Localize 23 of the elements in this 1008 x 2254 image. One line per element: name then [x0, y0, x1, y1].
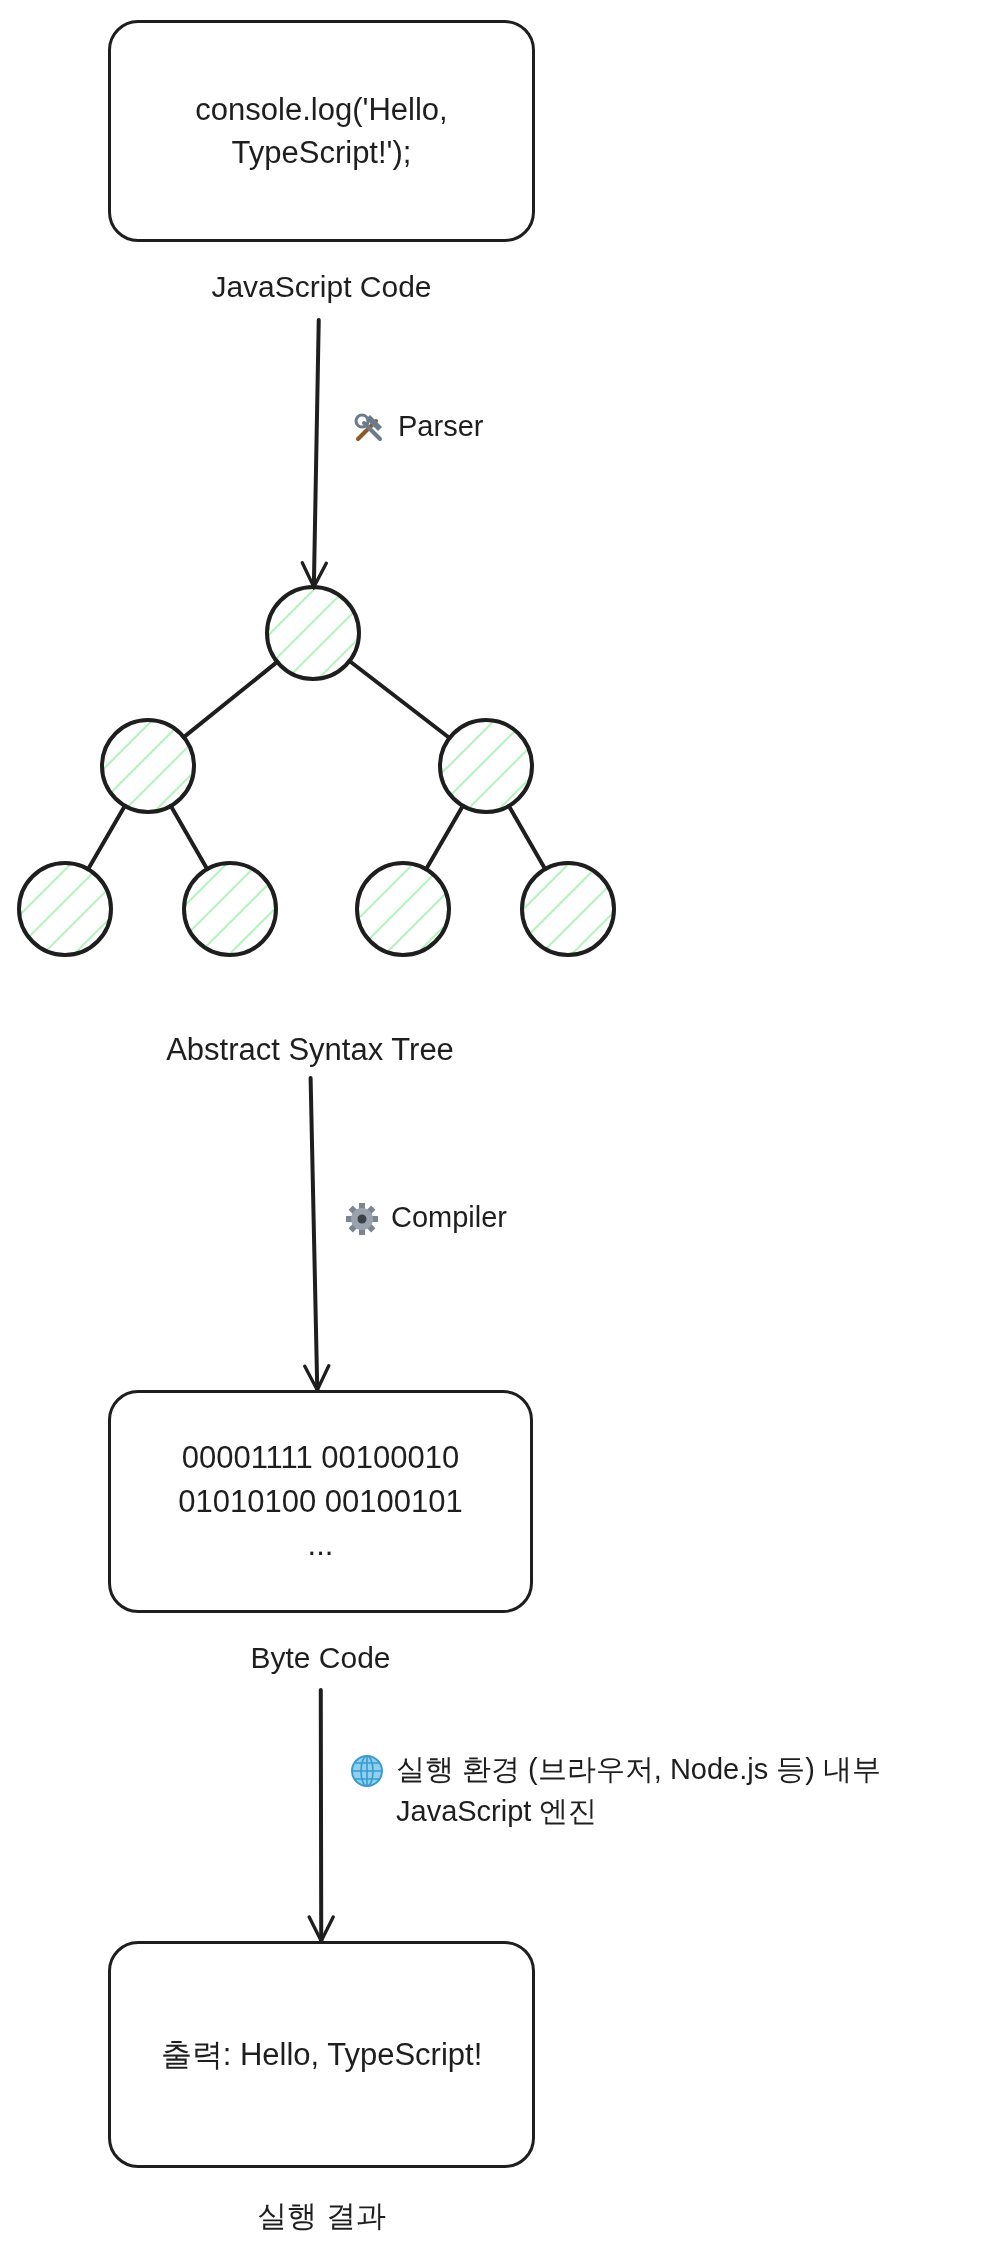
arrow [300, 318, 328, 589]
tree-branch-line [86, 803, 127, 872]
arrow [307, 1688, 335, 1943]
tree-node-circle [100, 718, 196, 814]
tree-node-circle [355, 861, 451, 957]
code-caption: JavaScript Code [210, 270, 433, 304]
code-box: console.log('Hello, TypeScript!'); [108, 20, 535, 242]
output-caption: 실행 결과 [256, 2198, 387, 2234]
tree-node-circle [265, 585, 361, 681]
tree-branch-line [168, 803, 210, 872]
tree-node-circle [182, 861, 278, 957]
tree-branch-line [181, 659, 280, 740]
tree-branch-line [424, 803, 465, 872]
tree-title: Abstract Syntax Tree [60, 1022, 560, 1078]
output-box: 출력: Hello, TypeScript! [108, 1941, 535, 2168]
tree-node-circle [520, 861, 616, 957]
arrow [303, 1076, 331, 1392]
tree-branch-line [506, 803, 548, 872]
tree-branch-line [347, 659, 452, 740]
tree-node-circle [17, 861, 113, 957]
tree-node-circle [438, 718, 534, 814]
bytecode-caption: Byte Code [249, 1641, 392, 1675]
bytecode-box: 00001111 00100010 01010100 00100101 ... [108, 1390, 533, 1613]
